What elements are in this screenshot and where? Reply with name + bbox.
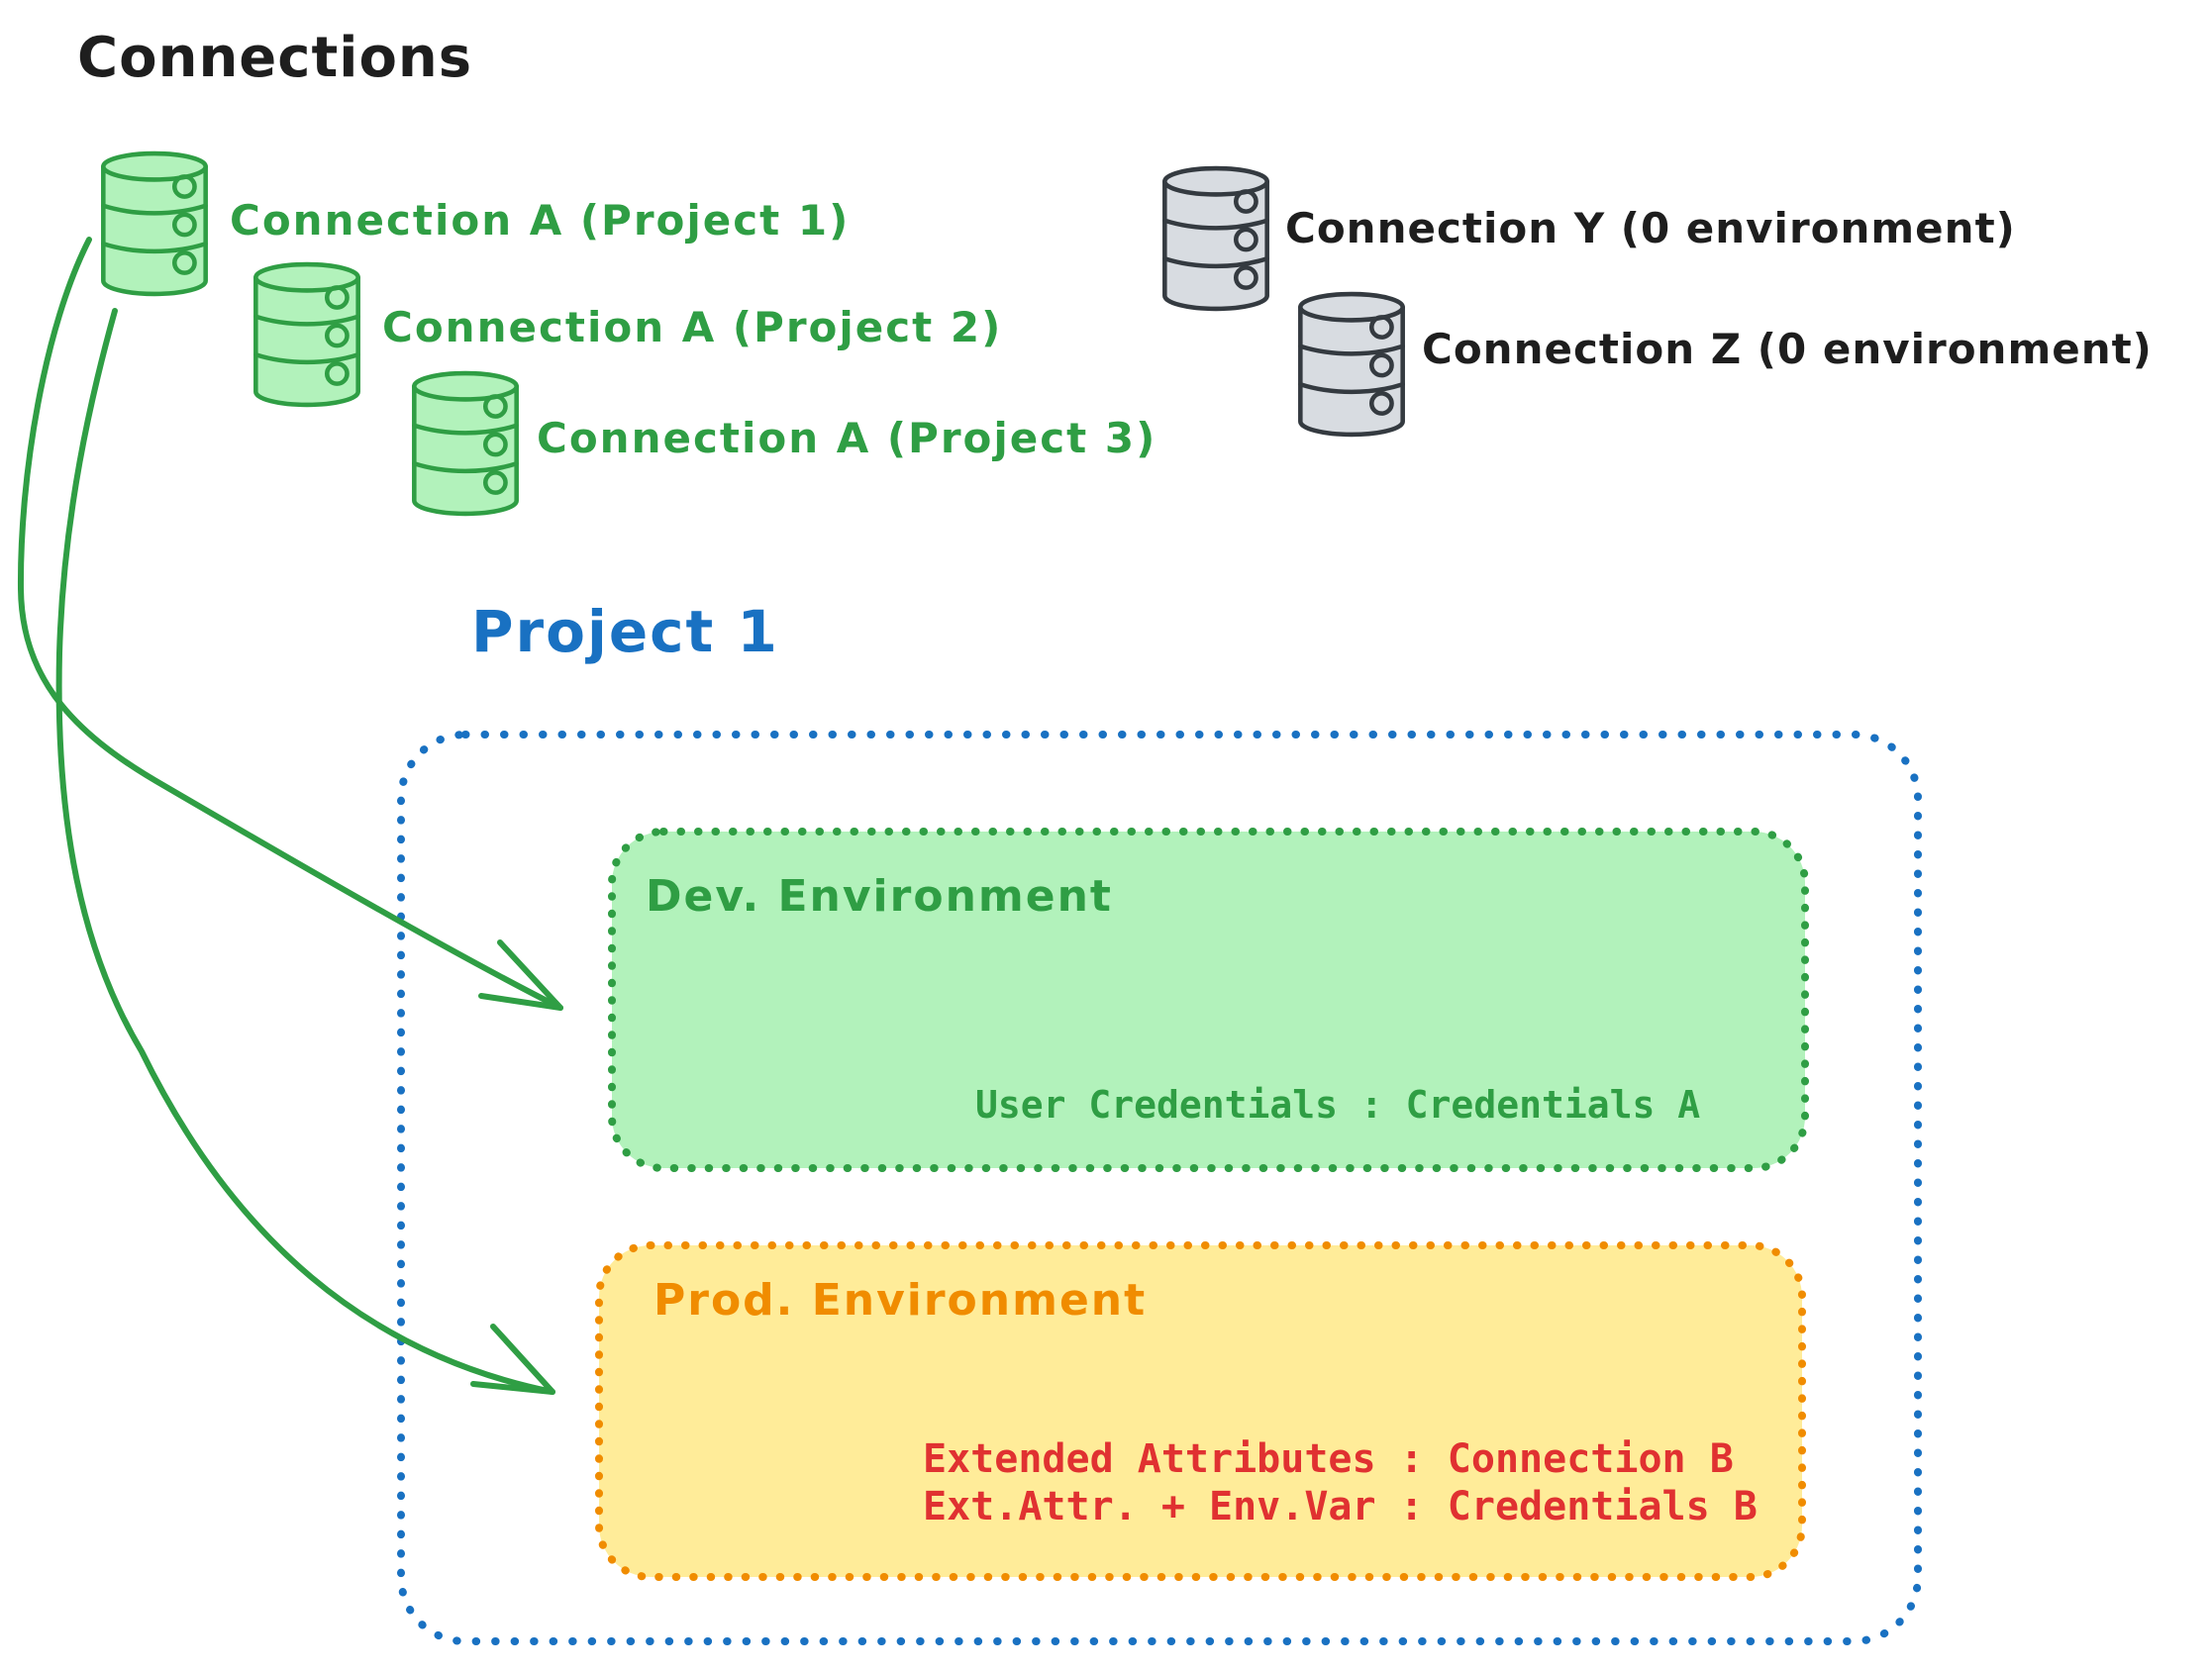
database-icon-connection-a-project-1 [101,150,208,297]
connection-a-project-2-label: Connection A (Project 2) [382,303,1003,351]
dev-environment-box [608,828,1809,1172]
database-icon-connection-y [1162,165,1269,312]
page-title: Connections [77,26,473,90]
project-1-boundary [397,731,1922,1645]
database-icon-connection-a-project-3 [412,370,519,517]
prod-environment-box [595,1241,1806,1581]
arrow-to-prod-environment [55,308,555,1395]
connection-a-project-3-label: Connection A (Project 3) [537,414,1157,462]
arrow-to-dev-environment [17,237,563,1011]
prod-environment-mappings: Extended Attributes : Connection B Ext.A… [923,1435,1758,1530]
prod-environment-title: Prod. Environment [654,1275,1148,1326]
database-icon-connection-z [1298,291,1405,438]
prod-mapping-extended-attributes: Extended Attributes : Connection B [923,1436,1734,1482]
dev-environment-credentials-mapping: User Credentials : Credentials A [975,1083,1701,1127]
database-icon-connection-a-project-2 [253,261,360,408]
dev-environment-title: Dev. Environment [646,871,1113,922]
project-1-title: Project 1 [471,598,779,665]
prod-mapping-env-var: Ext.Attr. + Env.Var : Credentials B [923,1484,1758,1529]
connection-z-label: Connection Z (0 environment) [1422,325,2153,373]
connection-y-label: Connection Y (0 environment) [1285,204,2016,252]
connection-a-project-1-label: Connection A (Project 1) [230,196,851,245]
